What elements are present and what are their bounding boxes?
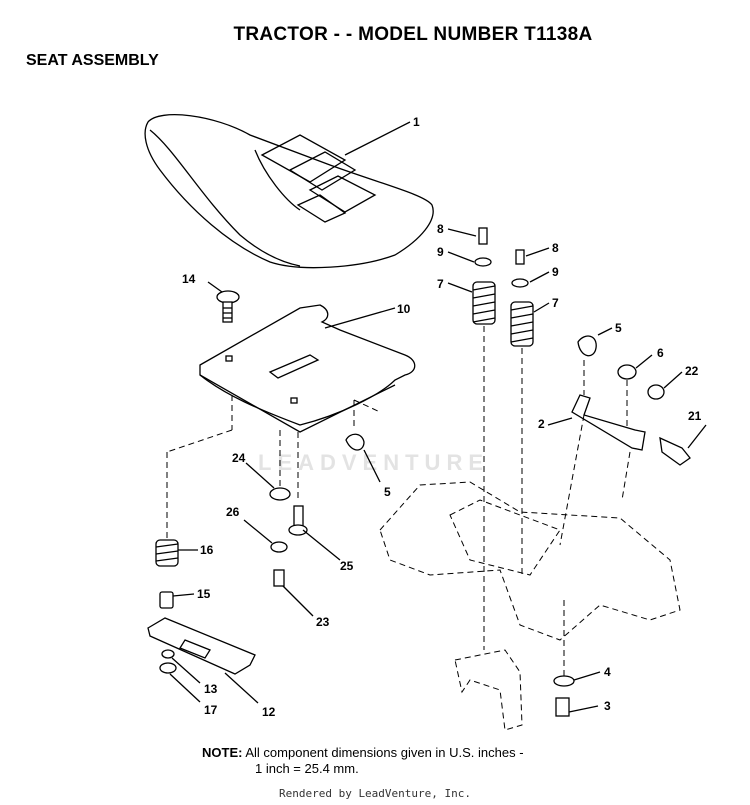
dimension-note: NOTE: All component dimensions given in … (202, 745, 524, 777)
callout-13: 13 (204, 682, 218, 696)
callout-5-upper: 5 (615, 321, 622, 335)
note-line-1: All component dimensions given in U.S. i… (245, 745, 524, 760)
callout-12: 12 (262, 705, 276, 719)
spring-16-part[interactable] (155, 539, 179, 567)
carriage-bolt-part[interactable] (216, 290, 240, 323)
callout-8-left: 8 (437, 222, 444, 236)
render-credit: Rendered by LeadVenture, Inc. (278, 787, 472, 800)
page-title: TRACTOR - - MODEL NUMBER T1138A (233, 24, 593, 45)
seat-pan-part[interactable] (199, 304, 416, 433)
callout-21: 21 (688, 409, 702, 423)
callout-14: 14 (182, 272, 196, 286)
callout-22: 22 (685, 364, 699, 378)
callout-16: 16 (200, 543, 214, 557)
callout-7-right: 7 (552, 296, 559, 310)
spring-right-part[interactable] (510, 301, 534, 347)
base-plate-part[interactable] (147, 617, 256, 675)
callout-8-right: 8 (552, 241, 559, 255)
spring-left-part[interactable] (472, 281, 496, 325)
hex-bolt-part[interactable] (659, 436, 691, 466)
callout-4: 4 (604, 665, 611, 679)
bracket-part[interactable] (571, 394, 646, 451)
note-label: NOTE: (202, 745, 243, 760)
callout-5-lower: 5 (384, 485, 391, 499)
callout-6: 6 (657, 346, 664, 360)
seat-part[interactable] (144, 114, 434, 269)
section-title: SEAT ASSEMBLY (26, 52, 159, 69)
callout-3: 3 (604, 699, 611, 713)
callout-25: 25 (340, 559, 354, 573)
callout-9-right: 9 (552, 265, 559, 279)
callout-23: 23 (316, 615, 330, 629)
callout-9-left: 9 (437, 245, 444, 259)
callout-15: 15 (197, 587, 211, 601)
callout-17: 17 (204, 703, 218, 717)
callout-2: 2 (538, 417, 545, 431)
callout-7-left: 7 (437, 277, 444, 291)
callout-10: 10 (397, 302, 411, 316)
callout-1: 1 (413, 115, 420, 129)
callout-24: 24 (232, 451, 246, 465)
callout-26: 26 (226, 505, 240, 519)
note-line-2: 1 inch = 25.4 mm. (255, 761, 359, 776)
